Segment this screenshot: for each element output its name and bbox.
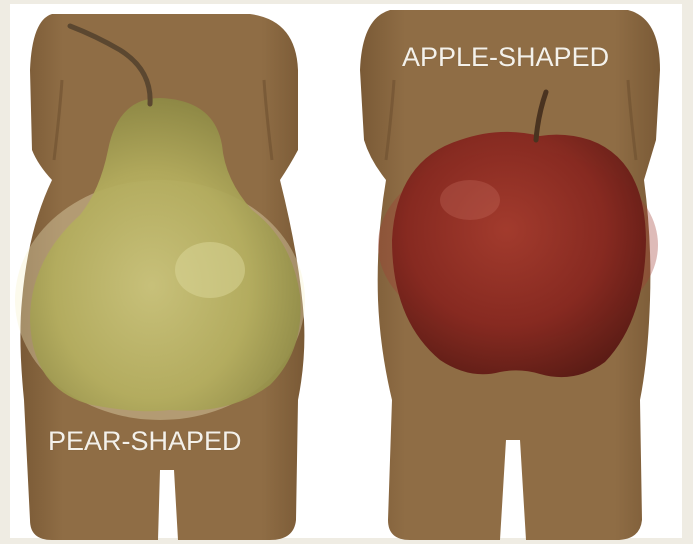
pear-shaped-label: PEAR-SHAPED [48, 426, 242, 457]
apple-shaped-label: APPLE-SHAPED [402, 42, 609, 73]
